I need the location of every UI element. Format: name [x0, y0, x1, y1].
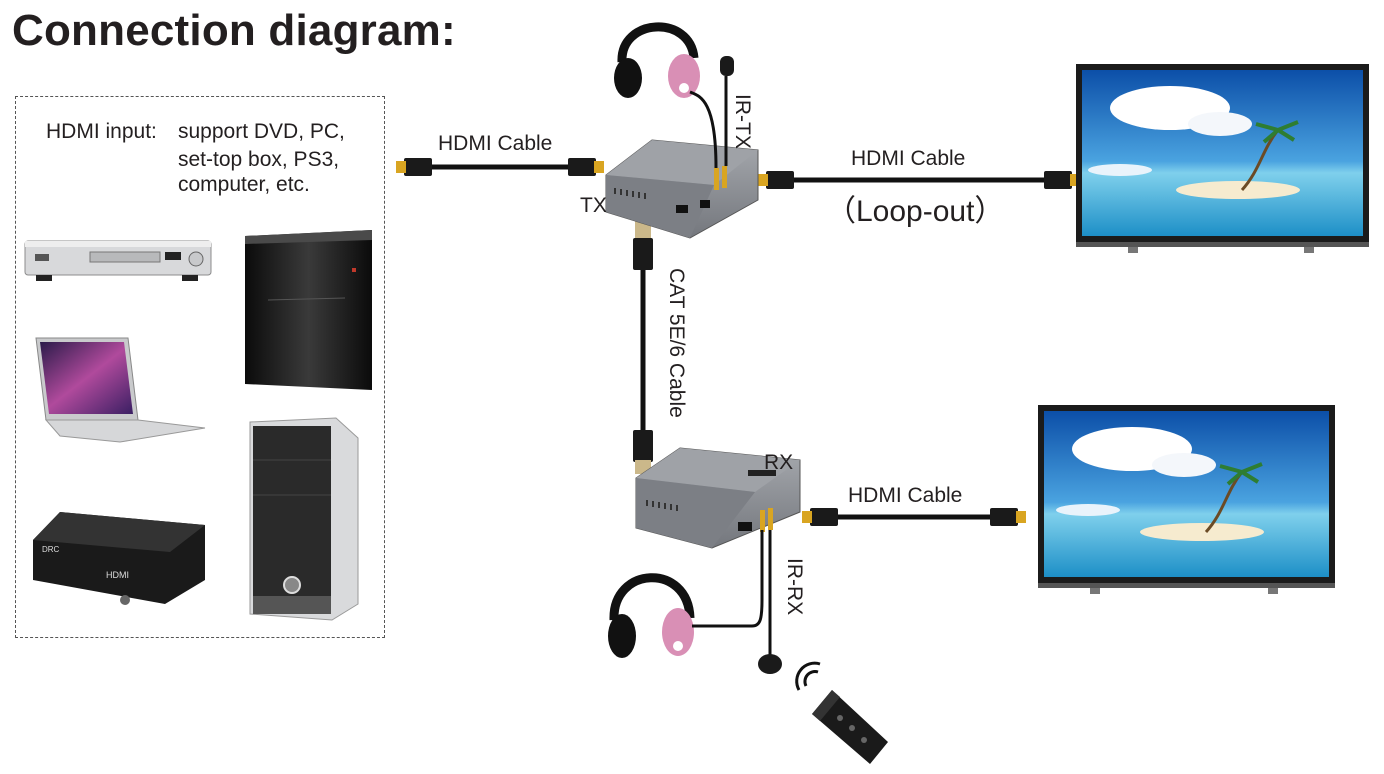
- ir-tx-sensor-icon: [720, 56, 734, 166]
- svg-text:DRC: DRC: [42, 545, 60, 554]
- ir-rx-receiver-icon: [758, 530, 782, 674]
- page-title: Connection diagram:: [12, 6, 456, 55]
- hdmi-cable-input: [396, 158, 604, 176]
- hdmi-cable-output: [802, 508, 1026, 526]
- tx-extender-icon: [605, 139, 759, 239]
- rx-extender-icon: [635, 447, 801, 549]
- hdmi-cable-loop-label: HDMI Cable: [851, 147, 966, 170]
- ir-rx-label: IR-RX: [783, 558, 806, 616]
- laptop-icon: [35, 337, 206, 443]
- hdmi-cable-output-label: HDMI Cable: [848, 484, 963, 507]
- svg-text:HDMI: HDMI: [106, 570, 129, 580]
- dvd-player-icon: [24, 240, 212, 281]
- hdmi-cable-input-label: HDMI Cable: [438, 132, 553, 155]
- tv-bottom-icon: [1038, 405, 1335, 594]
- ps3-console-icon: [245, 230, 372, 390]
- tv-top-icon: [1076, 64, 1369, 253]
- input-line-2: set-top box, PS3,: [178, 148, 340, 171]
- loop-out-label: （Loop-out）: [826, 195, 1005, 228]
- rx-headphones-icon: [608, 530, 764, 658]
- input-sources-box: [15, 96, 385, 638]
- hdmi-input-label: HDMI input:: [46, 120, 157, 143]
- cat-cable: [633, 218, 653, 474]
- input-line-1: support DVD, PC,: [178, 120, 345, 143]
- ir-signal-waves-icon: [795, 661, 821, 691]
- hdmi-cable-loop-out: [758, 171, 1080, 189]
- tx-headphones-icon: [614, 22, 718, 169]
- ir-tx-label: IR-TX: [731, 94, 754, 149]
- pc-tower-icon: [249, 417, 359, 621]
- rx-label: RX: [764, 451, 794, 474]
- tx-label: TX: [580, 194, 607, 217]
- set-top-box-icon: DRC HDMI: [33, 512, 205, 605]
- remote-control-icon: [812, 690, 888, 764]
- input-line-3: computer, etc.: [178, 173, 310, 196]
- cat-cable-label: CAT 5E/6 Cable: [665, 268, 688, 418]
